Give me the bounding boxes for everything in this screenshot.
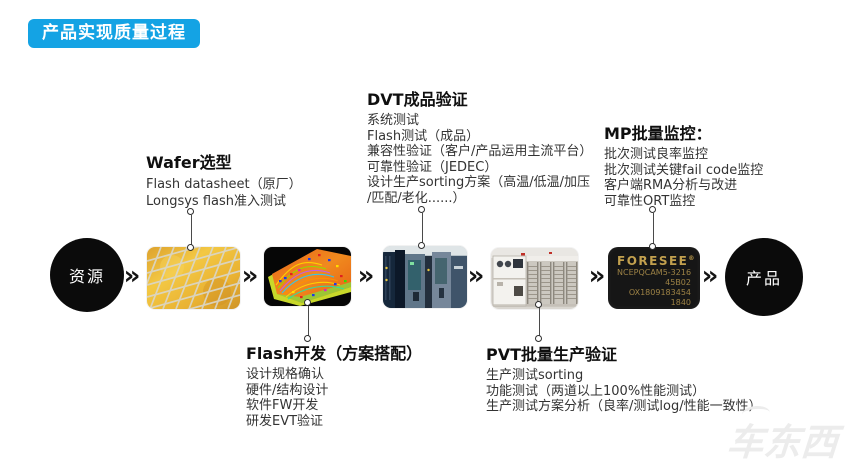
flow-arrow-icon: » xyxy=(357,261,375,291)
flow-arrow-icon: » xyxy=(588,261,606,291)
annotation-flash-development: Flash开发（方案搭配） 设计规格确认 硬件/结构设计 软件FW开发 研发EV… xyxy=(246,344,422,429)
annotation-line: 可靠性验证（JEDEC） xyxy=(367,159,498,175)
flow-arrow-icon: » xyxy=(241,261,259,291)
chip-brand-label: FORESEE® xyxy=(617,254,695,268)
production-line-photo xyxy=(491,248,578,309)
annotation-title: DVT成品验证 xyxy=(367,90,468,109)
annotation-line: 功能测试（两道以上100%性能测试） xyxy=(486,383,706,399)
annotation-line: 生产测试方案分析（良率/测试log/性能一致性） xyxy=(486,399,762,414)
annotation-line: 软件FW开发 xyxy=(246,398,319,413)
annotation-line: Longsys flash准入测试 xyxy=(146,194,286,209)
leader-node xyxy=(418,242,425,249)
flow-arrow-icon: » xyxy=(123,261,141,291)
chip-marking-line: NCEPQCAM5-3216 xyxy=(617,268,692,277)
annotation-title: Flash开发（方案搭配） xyxy=(246,344,423,363)
flow-arrow-icon: » xyxy=(701,261,719,291)
annotation-line: 客户端RMA分析与改进 xyxy=(604,178,738,193)
annotation-title: Wafer选型 xyxy=(146,153,232,172)
pcb-layout-photo xyxy=(264,247,351,306)
annotation-wafer-selection: Wafer选型 Flash datasheet（原厂） Longsys flas… xyxy=(146,153,302,210)
annotation-line: 批次测试良率监控 xyxy=(604,147,709,162)
chip-photo: FORESEE® NCEPQCAM5-3216 45B02 OX18091834… xyxy=(608,247,700,309)
leader-line-pvt xyxy=(539,307,540,337)
test-chamber-photo xyxy=(383,246,467,308)
production-line-photo-art xyxy=(491,248,578,309)
annotation-mp-monitoring: MP批量监控： 批次测试良率监控 批次测试关键fail code监控 客户端RM… xyxy=(604,124,763,209)
wafer-photo-art xyxy=(147,247,240,309)
annotation-title: PVT批量生产验证 xyxy=(486,345,618,364)
leader-line-dvt xyxy=(422,213,423,244)
annotation-line: 设计规格确认 xyxy=(246,367,325,382)
leader-line-wafer xyxy=(191,215,192,247)
annotation-line: 生产测试sorting xyxy=(486,368,584,383)
leader-node xyxy=(535,301,542,308)
leader-line-flash-dev xyxy=(308,306,309,337)
annotation-line: /匹配/老化......） xyxy=(367,190,466,206)
leader-node xyxy=(187,208,194,215)
annotation-pvt-verification: PVT批量生产验证 生产测试sorting 功能测试（两道以上100%性能测试）… xyxy=(486,345,762,415)
annotation-line: 可靠性ORT监控 xyxy=(604,193,696,209)
leader-node xyxy=(187,244,194,251)
annotation-line: Flash datasheet（原厂） xyxy=(146,177,302,192)
flow-arrow-icon: » xyxy=(467,261,485,291)
leader-node xyxy=(649,243,656,250)
annotation-title: MP批量监控： xyxy=(604,124,712,143)
leader-node xyxy=(418,206,425,213)
registered-mark-icon: ® xyxy=(688,255,695,262)
leader-node xyxy=(649,206,656,213)
chip-marking-line: 45B02 xyxy=(665,278,691,287)
annotation-line: 研发EVT验证 xyxy=(246,413,324,429)
annotation-line: 设计生产sorting方案（高温/低温/加压 xyxy=(367,175,591,190)
annotation-line: 硬件/结构设计 xyxy=(246,382,329,398)
leader-node xyxy=(535,335,542,342)
annotation-line: Flash测试（成品） xyxy=(367,128,480,144)
chip-marking-line: OX1809183454 xyxy=(628,288,691,297)
chamber-photo-art xyxy=(383,246,467,308)
annotation-line: 批次测试关键fail code监控 xyxy=(604,162,764,178)
start-node-resources: 资源 xyxy=(50,238,124,312)
chip-marking-line: 1840 xyxy=(670,298,691,307)
annotation-line: 系统测试 xyxy=(367,113,420,128)
leader-node xyxy=(304,299,311,306)
watermark-logo: 车东西 xyxy=(725,421,840,464)
end-node-product: 产品 xyxy=(725,238,803,316)
leader-line-mp xyxy=(653,213,654,245)
leader-node xyxy=(304,335,311,342)
title-badge: 产品实现质量过程 xyxy=(28,19,200,48)
annotation-dvt-verification: DVT成品验证 系统测试 Flash测试（成品） 兼容性验证（客户/产品运用主流… xyxy=(367,90,592,206)
annotation-line: 兼容性验证（客户/产品运用主流平台） xyxy=(367,144,593,159)
pcb-photo-art xyxy=(264,247,351,306)
wafer-photo xyxy=(147,247,240,309)
